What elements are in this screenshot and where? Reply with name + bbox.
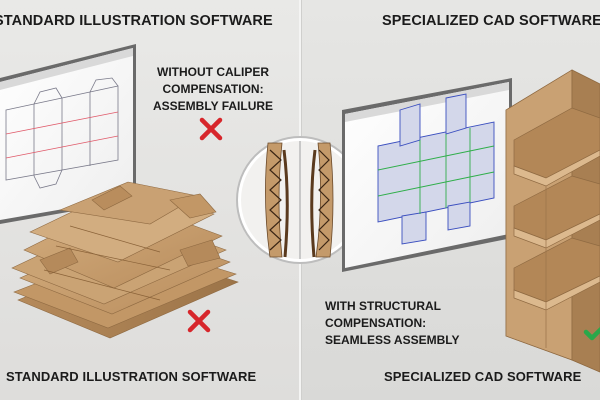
right-caption: WITH STRUCTURAL COMPENSATION: SEAMLESS A… — [325, 298, 459, 349]
success-checkmark-icon — [583, 326, 600, 341]
left-caption-line: COMPENSATION: — [162, 82, 264, 96]
failed-cardboard-stack — [11, 181, 239, 339]
right-monitor — [342, 78, 512, 272]
left-caption-line: ASSEMBLY FAILURE — [153, 99, 274, 113]
caliper-magnifier — [236, 136, 364, 264]
fail-cross-icon-bottom — [187, 309, 211, 333]
flat-dieline — [5, 77, 119, 189]
aligned-flute-right — [310, 142, 334, 258]
misaligned-flute-left — [265, 142, 289, 258]
cad-dieline — [377, 93, 495, 245]
left-title: STANDARD ILLUSTRATION SOFTWARE — [0, 13, 273, 29]
fail-cross-icon — [199, 117, 223, 141]
right-caption-line: WITH STRUCTURAL — [325, 299, 441, 313]
fold-lines — [5, 111, 119, 159]
left-caption: WITHOUT CALIPER COMPENSATION: ASSEMBLY F… — [153, 64, 273, 115]
right-footer: SPECIALIZED CAD SOFTWARE — [384, 369, 582, 384]
right-title: SPECIALIZED CAD SOFTWARE — [382, 13, 600, 29]
left-caption-line: WITHOUT CALIPER — [157, 65, 270, 79]
right-caption-line: COMPENSATION: — [325, 316, 427, 330]
right-caption-line: SEAMLESS ASSEMBLY — [325, 333, 460, 347]
left-monitor — [0, 44, 136, 224]
assembled-display-stand — [505, 69, 600, 373]
left-footer: STANDARD ILLUSTRATION SOFTWARE — [6, 369, 257, 384]
